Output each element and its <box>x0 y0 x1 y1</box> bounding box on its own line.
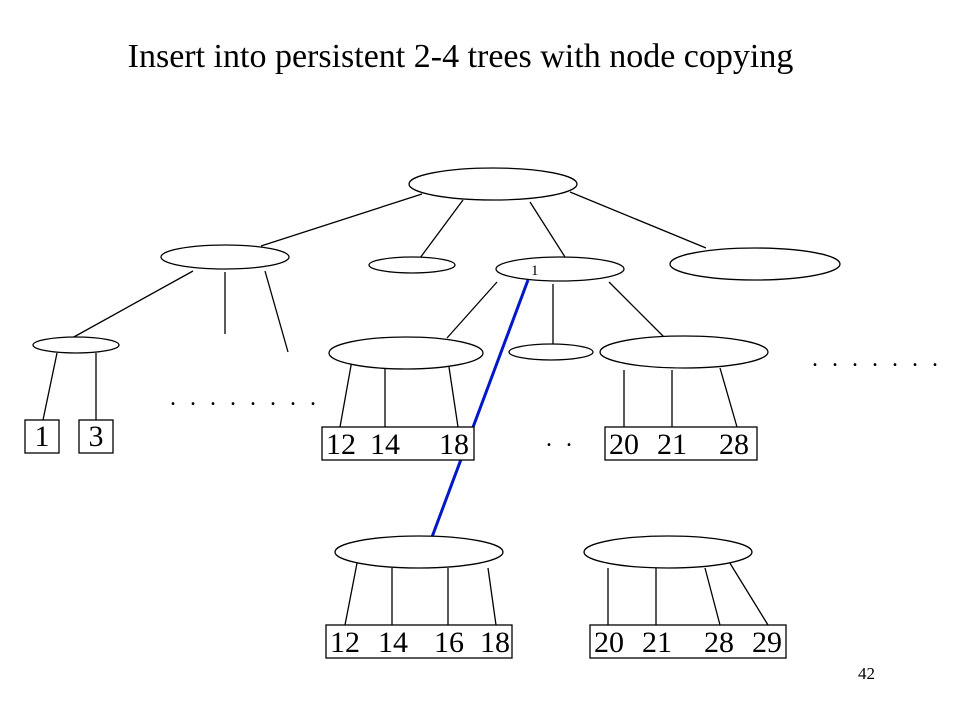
edge-cr-28 <box>704 567 721 626</box>
leaf-value: 18 <box>439 428 469 461</box>
edge-cl-18 <box>487 567 497 626</box>
edge-l2r-28 <box>719 367 738 428</box>
edge-l1a-right <box>264 270 289 353</box>
level1-node-b <box>368 256 456 274</box>
copy-node-right <box>583 535 753 569</box>
leaf-value: 28 <box>719 428 749 461</box>
leaf-box <box>321 426 475 461</box>
level2-node-small <box>508 343 594 361</box>
edge-root-l1a <box>260 193 423 247</box>
leaf-value: 29 <box>752 626 782 659</box>
ellipsis-middle: . . <box>546 426 576 452</box>
edge-l2a-leaf1 <box>42 352 58 421</box>
leaf-group-middle: 12 14 18 <box>321 426 475 461</box>
leaf-value: 14 <box>370 428 400 461</box>
level2-node-right <box>599 335 769 369</box>
page-number: 42 <box>858 664 875 683</box>
leaf-value: 12 <box>326 428 356 461</box>
ellipsis-right: . . . . . . . <box>812 346 942 372</box>
leaf-box <box>24 419 60 454</box>
copy-node-left <box>334 535 504 569</box>
leaf-box <box>325 624 513 659</box>
edge-l1a-l2a <box>71 270 194 339</box>
edge-cl-12 <box>344 557 359 626</box>
leaf-value: 1 <box>35 420 50 453</box>
level2-node-left <box>32 336 120 354</box>
leaf-box <box>78 419 114 454</box>
edge-l2m-18 <box>448 366 459 428</box>
leaf-group-right: 20 21 28 <box>604 426 758 461</box>
edge-root-l1d <box>569 191 707 249</box>
edge-root-l1b <box>419 199 464 259</box>
edge-l1c-l2m <box>446 281 498 339</box>
leaf-value: 21 <box>657 428 687 461</box>
leaf-group-left: 1 3 <box>24 419 114 454</box>
leaf-value: 14 <box>378 626 408 659</box>
leaf-value: 12 <box>330 626 360 659</box>
copy-pointer-line <box>430 279 530 538</box>
ellipsis-left: . . . . . . . . <box>170 385 320 411</box>
level1-node-d <box>669 247 841 281</box>
edge-cr-29 <box>727 559 769 626</box>
slide-title: Insert into persistent 2-4 trees with no… <box>127 38 794 75</box>
level2-node-mid <box>328 336 484 370</box>
edge-l1c-l2r <box>608 281 665 338</box>
leaf-value: 20 <box>594 626 624 659</box>
level1-node-a <box>160 244 290 270</box>
leaf-value: 21 <box>642 626 672 659</box>
edge-l2m-12 <box>339 359 353 428</box>
leaf-group-copy-left: 12 14 16 18 <box>325 624 513 659</box>
leaf-box <box>589 624 787 659</box>
leaf-value: 16 <box>434 626 464 659</box>
leaf-value: 3 <box>89 420 104 453</box>
node-copy-label: 1 <box>531 263 539 279</box>
leaf-box <box>604 426 758 461</box>
leaf-value: 20 <box>609 428 639 461</box>
root-node <box>408 167 578 201</box>
leaf-value: 18 <box>480 626 510 659</box>
level1-node-c <box>495 256 625 282</box>
leaf-value: 28 <box>704 626 734 659</box>
edge-root-l1c <box>529 201 566 258</box>
leaf-group-copy-right: 20 21 28 29 <box>589 624 787 659</box>
